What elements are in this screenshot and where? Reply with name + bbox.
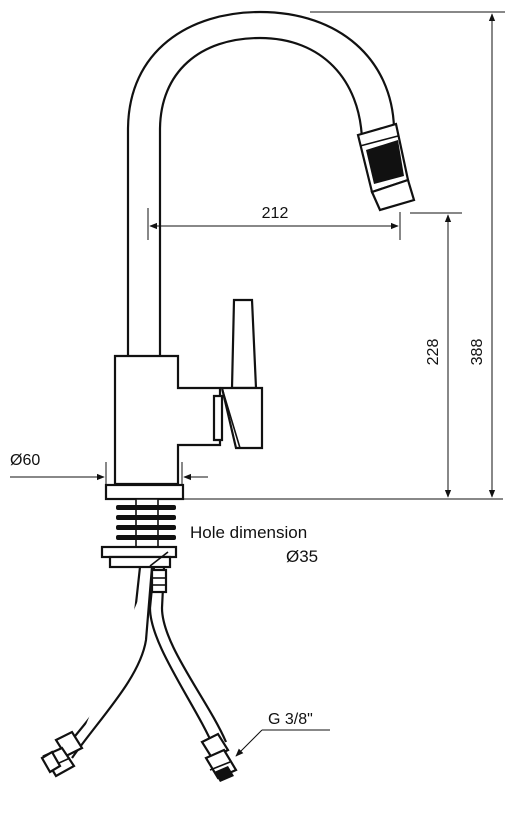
reach-dimension: 212 [147, 205, 401, 240]
thread-label: G 3/8" [268, 711, 313, 728]
hole-dimension-value: Ø35 [286, 547, 318, 566]
mounting-rod [116, 498, 176, 548]
spout-inner [158, 36, 364, 356]
total-height-dimension: 388 [310, 11, 505, 498]
spout-height-dimension: 228 [410, 212, 462, 498]
mixer-handle [212, 298, 264, 450]
reach-label: 212 [262, 205, 289, 222]
spout-nozzle [356, 122, 416, 212]
body-diameter-label: Ø60 [10, 452, 40, 469]
mounting-plate [100, 545, 178, 569]
body-diameter-dimension: Ø60 [10, 452, 208, 484]
faucet-main-body [113, 354, 222, 486]
left-connector [40, 730, 84, 778]
supply-hoses [61, 566, 228, 759]
right-connector [200, 732, 238, 782]
base-ring [104, 483, 185, 501]
total-height-label: 388 [469, 339, 486, 366]
faucet-outline [40, 10, 416, 782]
hole-dimension-title: Hole dimension [190, 523, 307, 542]
thread-callout: G 3/8" [235, 711, 330, 757]
spout-height-label: 228 [425, 339, 442, 366]
